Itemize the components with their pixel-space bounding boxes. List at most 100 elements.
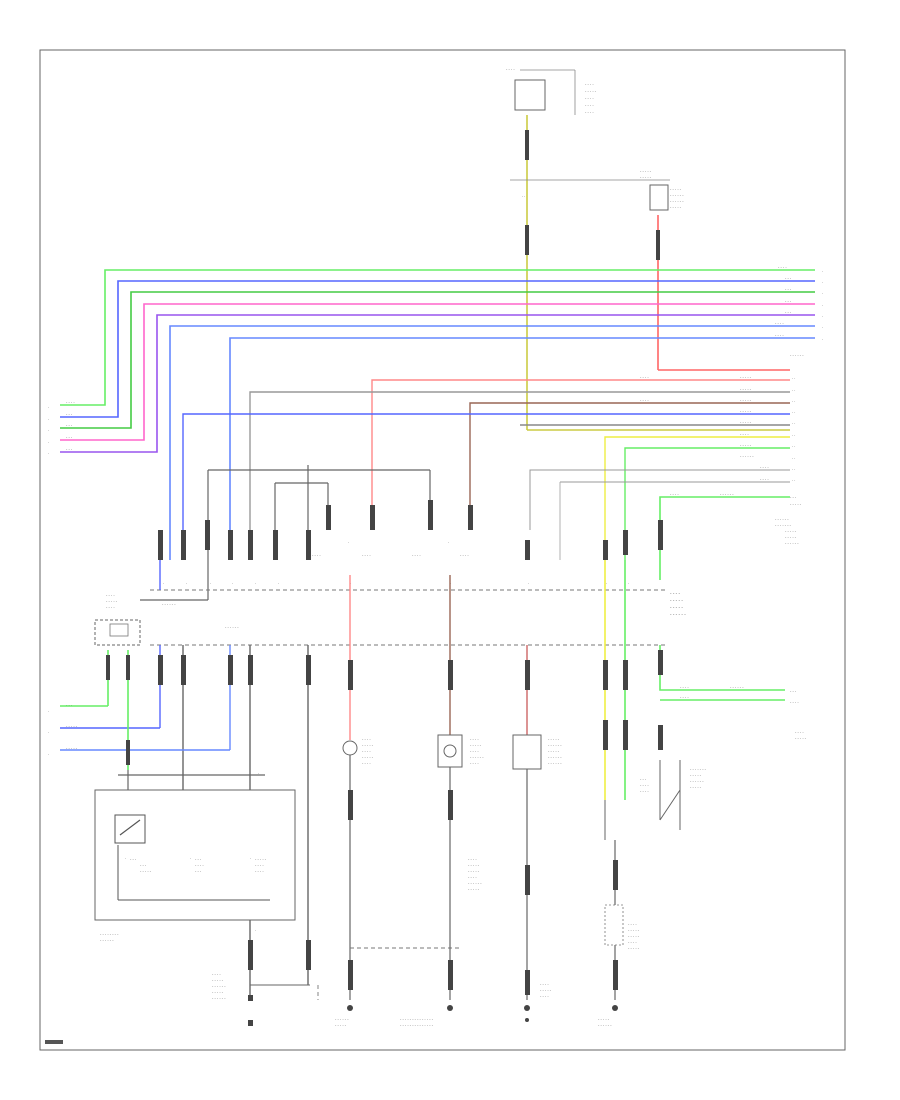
svg-text:- - - -: - - - - <box>585 103 594 107</box>
drop-wires-upper: - - - - - - - - - - - - - - - - · · <box>158 465 663 600</box>
dimmer-module: - - - - - - - - - - - - - <box>60 593 141 770</box>
svg-text:- - - - -: - - - - - <box>66 724 78 728</box>
svg-text:·: · <box>348 541 349 545</box>
svg-text:- - - - -: - - - - - <box>362 755 374 759</box>
svg-text:·: · <box>822 281 823 285</box>
svg-text:- - - -: - - - - <box>775 321 784 325</box>
svg-text:- - - -: - - - - <box>506 67 515 71</box>
svg-text:·: · <box>258 772 259 776</box>
svg-text:- - - - -: - - - - - <box>628 934 640 938</box>
svg-text:·: · <box>210 582 211 586</box>
svg-text:- - - - - - - - - - - - - -: - - - - - - - - - - - - - - <box>400 1017 434 1021</box>
svg-text:·: · <box>822 338 823 342</box>
svg-text:- - - -: - - - - <box>106 593 115 597</box>
svg-text:- - -: - - - <box>66 703 73 707</box>
svg-text:·: · <box>606 582 607 586</box>
svg-text:- - - -: - - - - <box>680 685 689 689</box>
svg-text:- - - - -: - - - - - <box>670 205 682 209</box>
svg-text:- - - - -: - - - - - <box>212 990 224 994</box>
svg-text:- - - - -: - - - - - <box>670 598 683 603</box>
svg-text:· ·: · · <box>792 389 795 393</box>
svg-text:- - - - -: - - - - - <box>362 743 374 747</box>
footer-mark <box>45 1040 63 1044</box>
svg-text:- - - -: - - - - <box>585 82 594 86</box>
svg-text:·: · <box>48 710 49 714</box>
svg-text:- - - - - -: - - - - - - <box>785 541 799 545</box>
svg-text:·: · <box>125 857 126 861</box>
svg-text:- - - - -: - - - - - <box>690 785 702 789</box>
svg-text:- - - - -: - - - - - <box>670 187 682 191</box>
svg-text:- - - - -: - - - - - <box>335 1023 347 1027</box>
svg-text:- - - - - -: - - - - - - <box>670 612 686 617</box>
svg-text:- - - -: - - - - <box>585 96 594 100</box>
svg-text:·: · <box>822 292 823 296</box>
svg-text:- - - - - -: - - - - - - <box>225 625 239 629</box>
svg-text:·: · <box>48 406 49 410</box>
svg-text:- - - - - -: - - - - - - <box>730 685 744 689</box>
warning-buzzer-branch: - - - - - - - - - - - - - - - - - - - - … <box>512 734 562 1022</box>
svg-text:·: · <box>232 582 233 586</box>
svg-text:- - -: - - - <box>66 447 73 451</box>
svg-text:·: · <box>528 582 529 586</box>
svg-text:- - - -: - - - - <box>470 761 479 765</box>
svg-text:- - - - - -: - - - - - - <box>212 996 226 1000</box>
svg-text:·: · <box>628 582 629 586</box>
svg-text:- - - - - -: - - - - - - <box>100 938 114 942</box>
svg-text:- - - -: - - - - <box>362 761 371 765</box>
svg-text:- - - - - -: - - - - - - <box>740 454 754 458</box>
svg-text:·: · <box>448 541 449 545</box>
svg-text:·: · <box>250 857 251 861</box>
wire-bundle-right-green: - - - - - - - - - - - - - - - - - - - - … <box>659 492 802 580</box>
lower-left-ground: - - - - - - - - - - - - - - - - - - - - … <box>212 940 319 1026</box>
svg-text:- - - - -: - - - - - <box>690 773 702 777</box>
svg-text:·: · <box>48 441 49 445</box>
svg-text:- - - - -: - - - - - <box>740 375 752 379</box>
svg-text:- - - - -: - - - - - <box>470 743 482 747</box>
svg-text:- - - -: - - - - <box>362 553 371 557</box>
svg-text:- - - -: - - - - <box>778 265 787 269</box>
svg-text:·: · <box>163 582 164 586</box>
svg-text:·: · <box>255 582 256 586</box>
wire-blue-2 <box>169 325 815 560</box>
svg-text:- - - -: - - - - <box>628 922 637 926</box>
svg-text:·: · <box>48 452 49 456</box>
svg-text:- - -: - - - <box>130 857 137 861</box>
svg-text:· ·: · · <box>792 411 795 415</box>
svg-text:- - - -: - - - - <box>470 737 479 741</box>
svg-text:- - - - -: - - - - - <box>468 887 480 891</box>
svg-text:- - - -: - - - - <box>680 695 689 699</box>
svg-text:- - - - -: - - - - - <box>785 529 797 533</box>
svg-text:- - - - -: - - - - - <box>106 599 118 603</box>
top-junction-feed: - - - - - - - - - - - - - - - - - - - - … <box>506 67 670 430</box>
svg-text:· ·: · · <box>792 457 795 461</box>
svg-text:- - - -: - - - - <box>775 333 784 337</box>
svg-text:- - - - - -: - - - - - - <box>470 755 484 759</box>
svg-text:- - - - - -: - - - - - - <box>335 1017 349 1021</box>
svg-text:- - - - - -: - - - - - - <box>670 193 684 197</box>
svg-text:- - - - -: - - - - - <box>740 398 752 402</box>
svg-text:· ·: · · <box>792 422 795 426</box>
svg-text:- - -: - - - <box>790 689 797 693</box>
svg-text:- - - - -: - - - - - <box>548 737 560 741</box>
svg-text:- - - -: - - - - <box>312 553 321 557</box>
svg-text:- - - -: - - - - <box>640 783 649 787</box>
svg-text:- - -: - - - <box>640 777 647 781</box>
svg-text:- - - - -: - - - - - <box>740 443 752 447</box>
trunk-light-branch: - - - - - - - - - - - - - - - - - - - - … <box>335 737 460 1027</box>
svg-text:·: · <box>48 731 49 735</box>
svg-text:- - - -: - - - - <box>640 398 649 402</box>
svg-text:- - -: - - - <box>195 857 202 861</box>
svg-text:- - - - -: - - - - - <box>740 409 752 413</box>
svg-text:- - -: - - - <box>785 310 792 314</box>
svg-text:- - - -: - - - - <box>740 432 749 436</box>
svg-text:- - - - - -: - - - - - - <box>548 743 562 747</box>
svg-text:- - - - - -: - - - - - - <box>790 353 804 357</box>
svg-text:- - - -: - - - - <box>460 553 469 557</box>
svg-text:- - - -: - - - - <box>628 940 637 944</box>
svg-text:·: · <box>822 315 823 319</box>
svg-text:- - - - - -: - - - - - - <box>720 492 734 496</box>
svg-text:- - - -: - - - - <box>470 749 479 753</box>
wire-bundle-top: - - - - - - - - - - - - - - - - - - - - … <box>48 265 823 560</box>
svg-text:- - -: - - - <box>66 435 73 439</box>
